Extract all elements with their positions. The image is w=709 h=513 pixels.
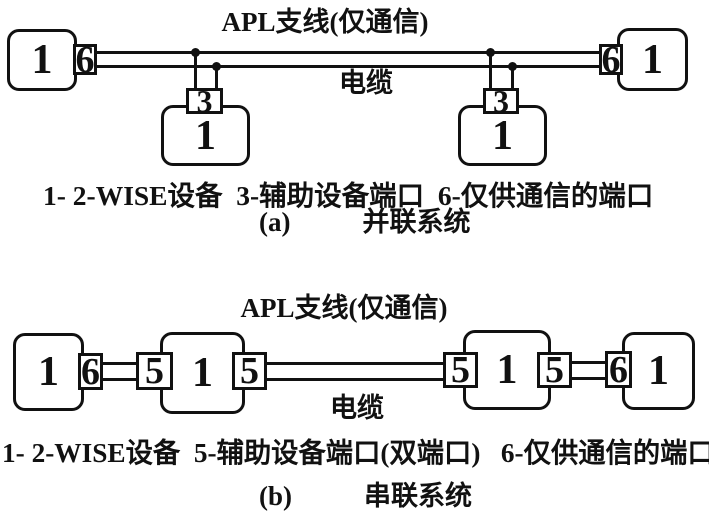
cable-a-bottom-line bbox=[96, 65, 601, 68]
port-b-6-left: 6 bbox=[78, 350, 103, 393]
section-a-legend: 1- 2-WISE设备 3-辅助设备端口 6-仅供通信的端口 bbox=[43, 180, 654, 211]
device-a-left: 1 bbox=[7, 29, 77, 91]
port-b-5d: 5 bbox=[537, 349, 572, 391]
device-b-2-label: 1 bbox=[192, 350, 213, 396]
caption-a-text: 并联系统 bbox=[362, 207, 471, 237]
port-a-right-6-label: 6 bbox=[601, 38, 621, 81]
conn-b2-bottom-line bbox=[571, 377, 607, 380]
port-b-5c: 5 bbox=[443, 349, 478, 391]
port-a1-3-label: 3 bbox=[196, 83, 213, 119]
caption-b-prefix: (b) bbox=[259, 481, 292, 511]
device-a-mid2-label: 1 bbox=[492, 112, 513, 159]
branch-a2-dot-bottom bbox=[508, 62, 517, 71]
port-b-6-right-label: 6 bbox=[609, 348, 628, 391]
section-b-title: APL支线(仅通信) bbox=[240, 293, 448, 323]
port-b-5b: 5 bbox=[232, 352, 267, 390]
device-b-4: 1 bbox=[622, 332, 695, 410]
cable-b-label: 电缆 bbox=[330, 393, 384, 423]
port-b-5b-label: 5 bbox=[240, 350, 259, 392]
device-b-4-label: 1 bbox=[648, 348, 669, 394]
device-a-mid1-label: 1 bbox=[195, 112, 216, 159]
device-a-mid1: 1 bbox=[161, 105, 250, 166]
branch-a2-line-top bbox=[489, 52, 492, 89]
branch-a1-line-bottom bbox=[215, 66, 218, 89]
port-a2-3-label: 3 bbox=[493, 83, 509, 119]
conn-b1-top-line bbox=[102, 362, 138, 365]
port-a-left-6-label: 6 bbox=[75, 38, 95, 81]
cable-b-top-line bbox=[266, 362, 445, 365]
section-a-caption: (a) 并联系统 bbox=[259, 200, 470, 239]
port-a2-3: 3 bbox=[483, 83, 519, 119]
caption-a-prefix: (a) bbox=[259, 207, 291, 237]
port-b-5c-label: 5 bbox=[451, 349, 470, 391]
cable-a-label: 电缆 bbox=[339, 68, 393, 98]
branch-a1-line-top bbox=[194, 52, 197, 89]
port-b-5a-label: 5 bbox=[145, 350, 164, 392]
branch-a1-dot-bottom bbox=[212, 62, 221, 71]
device-a-left-label: 1 bbox=[31, 37, 53, 83]
branch-a2-dot-top bbox=[486, 48, 495, 57]
device-a-right: 1 bbox=[617, 28, 688, 91]
device-b-3-label: 1 bbox=[496, 347, 518, 393]
branch-a1-dot-top bbox=[191, 48, 200, 57]
cable-a-top-line bbox=[96, 51, 601, 54]
section-a-title: APL支线(仅通信) bbox=[221, 7, 429, 37]
port-b-6-right: 6 bbox=[605, 348, 632, 391]
conn-b2-top-line bbox=[571, 361, 607, 364]
branch-a2-line-bottom bbox=[511, 66, 514, 89]
device-b-1-label: 1 bbox=[38, 349, 59, 395]
port-b-5a: 5 bbox=[136, 352, 173, 390]
device-b-1: 1 bbox=[13, 333, 84, 411]
port-a-left-6: 6 bbox=[73, 41, 97, 79]
section-b-legend: 1- 2-WISE设备 5-辅助设备端口(双端口) 6-仅供通信的端口 bbox=[2, 438, 709, 468]
port-b-5d-label: 5 bbox=[545, 349, 564, 391]
port-b-6-left-label: 6 bbox=[81, 350, 100, 393]
conn-b1-bottom-line bbox=[102, 378, 138, 381]
port-a1-3: 3 bbox=[186, 83, 223, 119]
section-b-caption: (b) 串联系统 bbox=[259, 474, 472, 513]
cable-b-bottom-line bbox=[266, 378, 445, 381]
caption-b-text: 串联系统 bbox=[364, 481, 472, 511]
device-a-right-label: 1 bbox=[642, 36, 663, 83]
port-a-right-6: 6 bbox=[599, 41, 623, 79]
